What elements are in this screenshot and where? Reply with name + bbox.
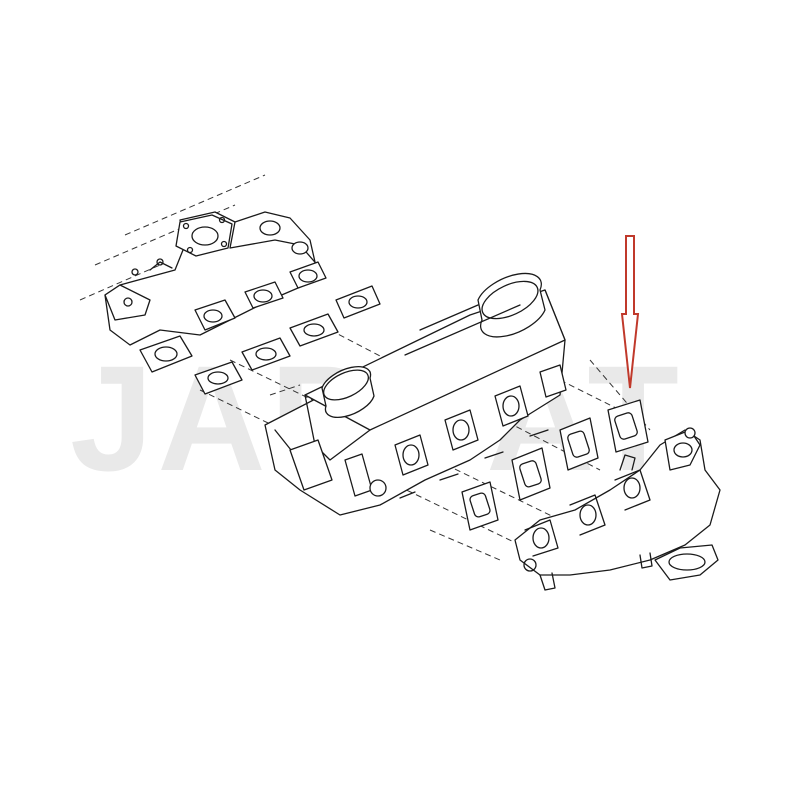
intake-gasket-row	[139, 285, 381, 395]
intake-manifold-icon	[104, 211, 327, 346]
exhaust-manifold-icon	[514, 427, 721, 591]
highlight-arrow-icon	[620, 235, 640, 389]
exhaust-gasket-row	[461, 399, 649, 531]
highlighted-exhaust-gasket	[607, 399, 649, 453]
cylinder-head-icon	[264, 272, 567, 516]
